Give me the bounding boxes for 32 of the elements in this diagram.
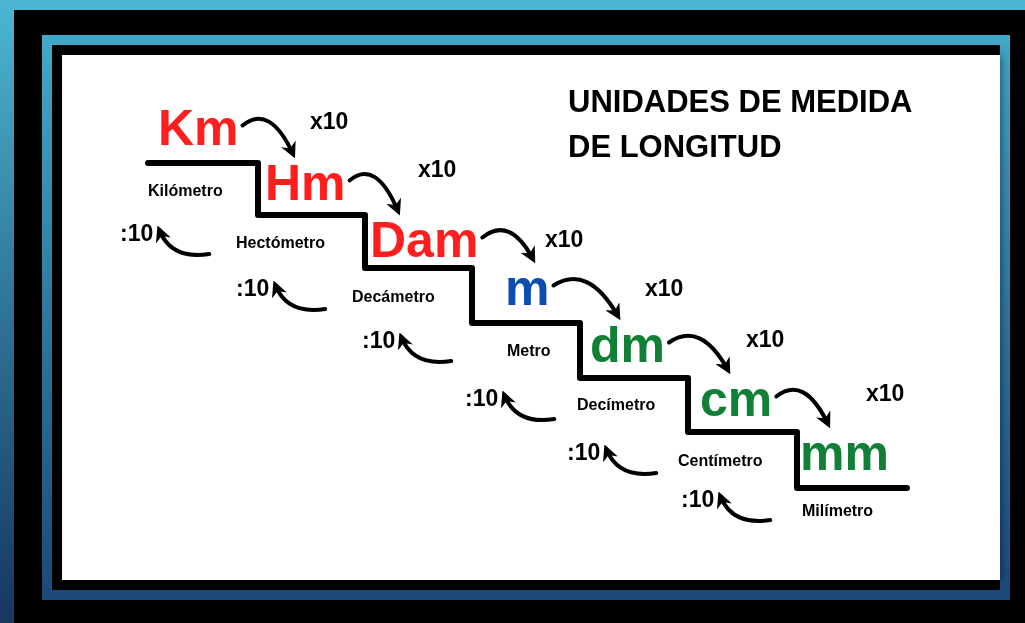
unit-symbol: Hm bbox=[265, 158, 346, 208]
curved-arrow bbox=[480, 228, 536, 264]
unit-symbol: dm bbox=[590, 320, 665, 370]
divide-label: :10 bbox=[120, 222, 154, 245]
curved-arrow bbox=[501, 390, 557, 423]
unit-symbol: mm bbox=[800, 428, 889, 478]
unit-name: Milímetro bbox=[802, 503, 874, 519]
divide-label: :10 bbox=[465, 387, 499, 410]
curved-arrow bbox=[398, 332, 454, 365]
divide-label: :10 bbox=[362, 329, 396, 352]
unit-name: Decámetro bbox=[352, 289, 435, 305]
unit-symbol: m bbox=[505, 263, 550, 313]
curved-arrow bbox=[667, 333, 731, 375]
curved-arrow bbox=[240, 116, 296, 159]
unit-symbol: Km bbox=[158, 103, 239, 153]
divide-label: :10 bbox=[567, 441, 601, 464]
unit-symbol: cm bbox=[700, 374, 773, 424]
diagram-title: UNIDADES DE MEDIDA DE LONGITUD bbox=[568, 83, 913, 166]
curved-arrow bbox=[272, 280, 328, 313]
unit-name: Centímetro bbox=[678, 453, 763, 469]
unit-name: Decímetro bbox=[577, 397, 656, 413]
unit-symbol: Dam bbox=[370, 215, 479, 265]
curved-arrow bbox=[156, 225, 212, 258]
divide-label: :10 bbox=[681, 488, 715, 511]
divide-label: :10 bbox=[236, 277, 270, 300]
curved-arrow bbox=[774, 387, 831, 429]
unit-name: Kilómetro bbox=[148, 183, 223, 199]
curved-arrow bbox=[603, 444, 659, 477]
unit-name: Hectómetro bbox=[236, 235, 325, 251]
curved-arrow bbox=[717, 491, 773, 524]
unit-name: Metro bbox=[507, 343, 551, 359]
curved-arrow bbox=[551, 277, 621, 321]
